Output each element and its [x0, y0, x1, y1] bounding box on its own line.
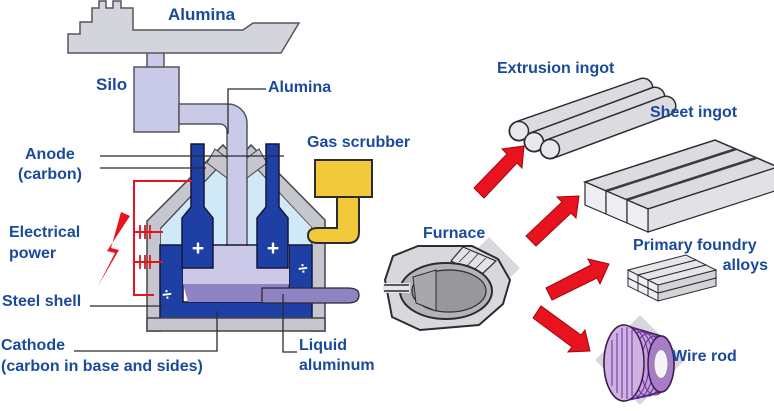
label-gas-scrubber: Gas scrubber — [307, 134, 411, 151]
wire-rod-shape — [595, 315, 685, 405]
label-steel-shell: Steel shell — [2, 293, 82, 310]
anode-right — [256, 143, 289, 269]
ship-icon — [67, 0, 301, 54]
flow-arrow-wirerod — [532, 305, 591, 353]
label-silo: Silo — [96, 75, 128, 94]
foundry-alloys-shape — [626, 254, 718, 302]
extrusion-ingot-shape — [508, 77, 677, 160]
label-sheet-ingot: Sheet ingot — [650, 104, 738, 121]
lightning-bolt-icon — [98, 212, 130, 286]
label-electrical-1: Electrical — [9, 224, 81, 241]
furnace-shape — [383, 237, 520, 331]
callout-lines — [74, 88, 297, 353]
label-electrical-2: power — [9, 245, 57, 262]
label-cathode-2: (carbon in base and sides) — [1, 358, 203, 375]
flow-arrow-sheet — [525, 195, 580, 247]
gas-scrubber-duct — [306, 196, 360, 244]
label-extrusion-ingot: Extrusion ingot — [497, 60, 615, 77]
anode-plus-sign-left: + — [191, 237, 205, 260]
liquid-aluminum-pipe — [261, 287, 360, 304]
flow-arrow-foundry — [545, 258, 610, 301]
label-feed-pipe-alumina: Alumina — [268, 79, 332, 96]
label-wire-rod: Wire rod — [672, 348, 737, 365]
steel-shell-bottom — [146, 317, 326, 332]
label-liquid-2: aluminum — [299, 357, 375, 374]
sheet-ingot-shape — [582, 139, 774, 233]
gas-scrubber-box — [314, 159, 373, 198]
label-foundry-1: Primary foundry — [633, 237, 757, 254]
label-ship-alumina: Alumina — [168, 5, 236, 24]
anode-plus-sign-right: + — [266, 237, 280, 260]
electrical-circuit — [133, 180, 192, 296]
liquid-aluminum-pointer-line — [282, 294, 297, 353]
silo-shape — [133, 66, 180, 133]
flow-arrow-extrusion — [473, 145, 525, 199]
cathode-minus-sign-right: ÷ — [297, 258, 309, 279]
label-cathode-1: Cathode — [1, 337, 65, 354]
label-liquid-1: Liquid — [299, 337, 347, 354]
alumina-feed-pipe — [178, 103, 248, 253]
anode-left — [181, 143, 214, 269]
cathode-minus-sign-left: ÷ — [161, 284, 173, 305]
label-anode-2: (carbon) — [18, 166, 82, 183]
label-anode-1: Anode — [25, 146, 75, 163]
alumina-pipe-pointer-line — [227, 88, 266, 134]
flow-arrows — [473, 145, 610, 353]
cathode-pointer-line — [74, 311, 218, 352]
label-furnace: Furnace — [423, 225, 486, 242]
label-foundry-2: alloys — [722, 257, 768, 274]
